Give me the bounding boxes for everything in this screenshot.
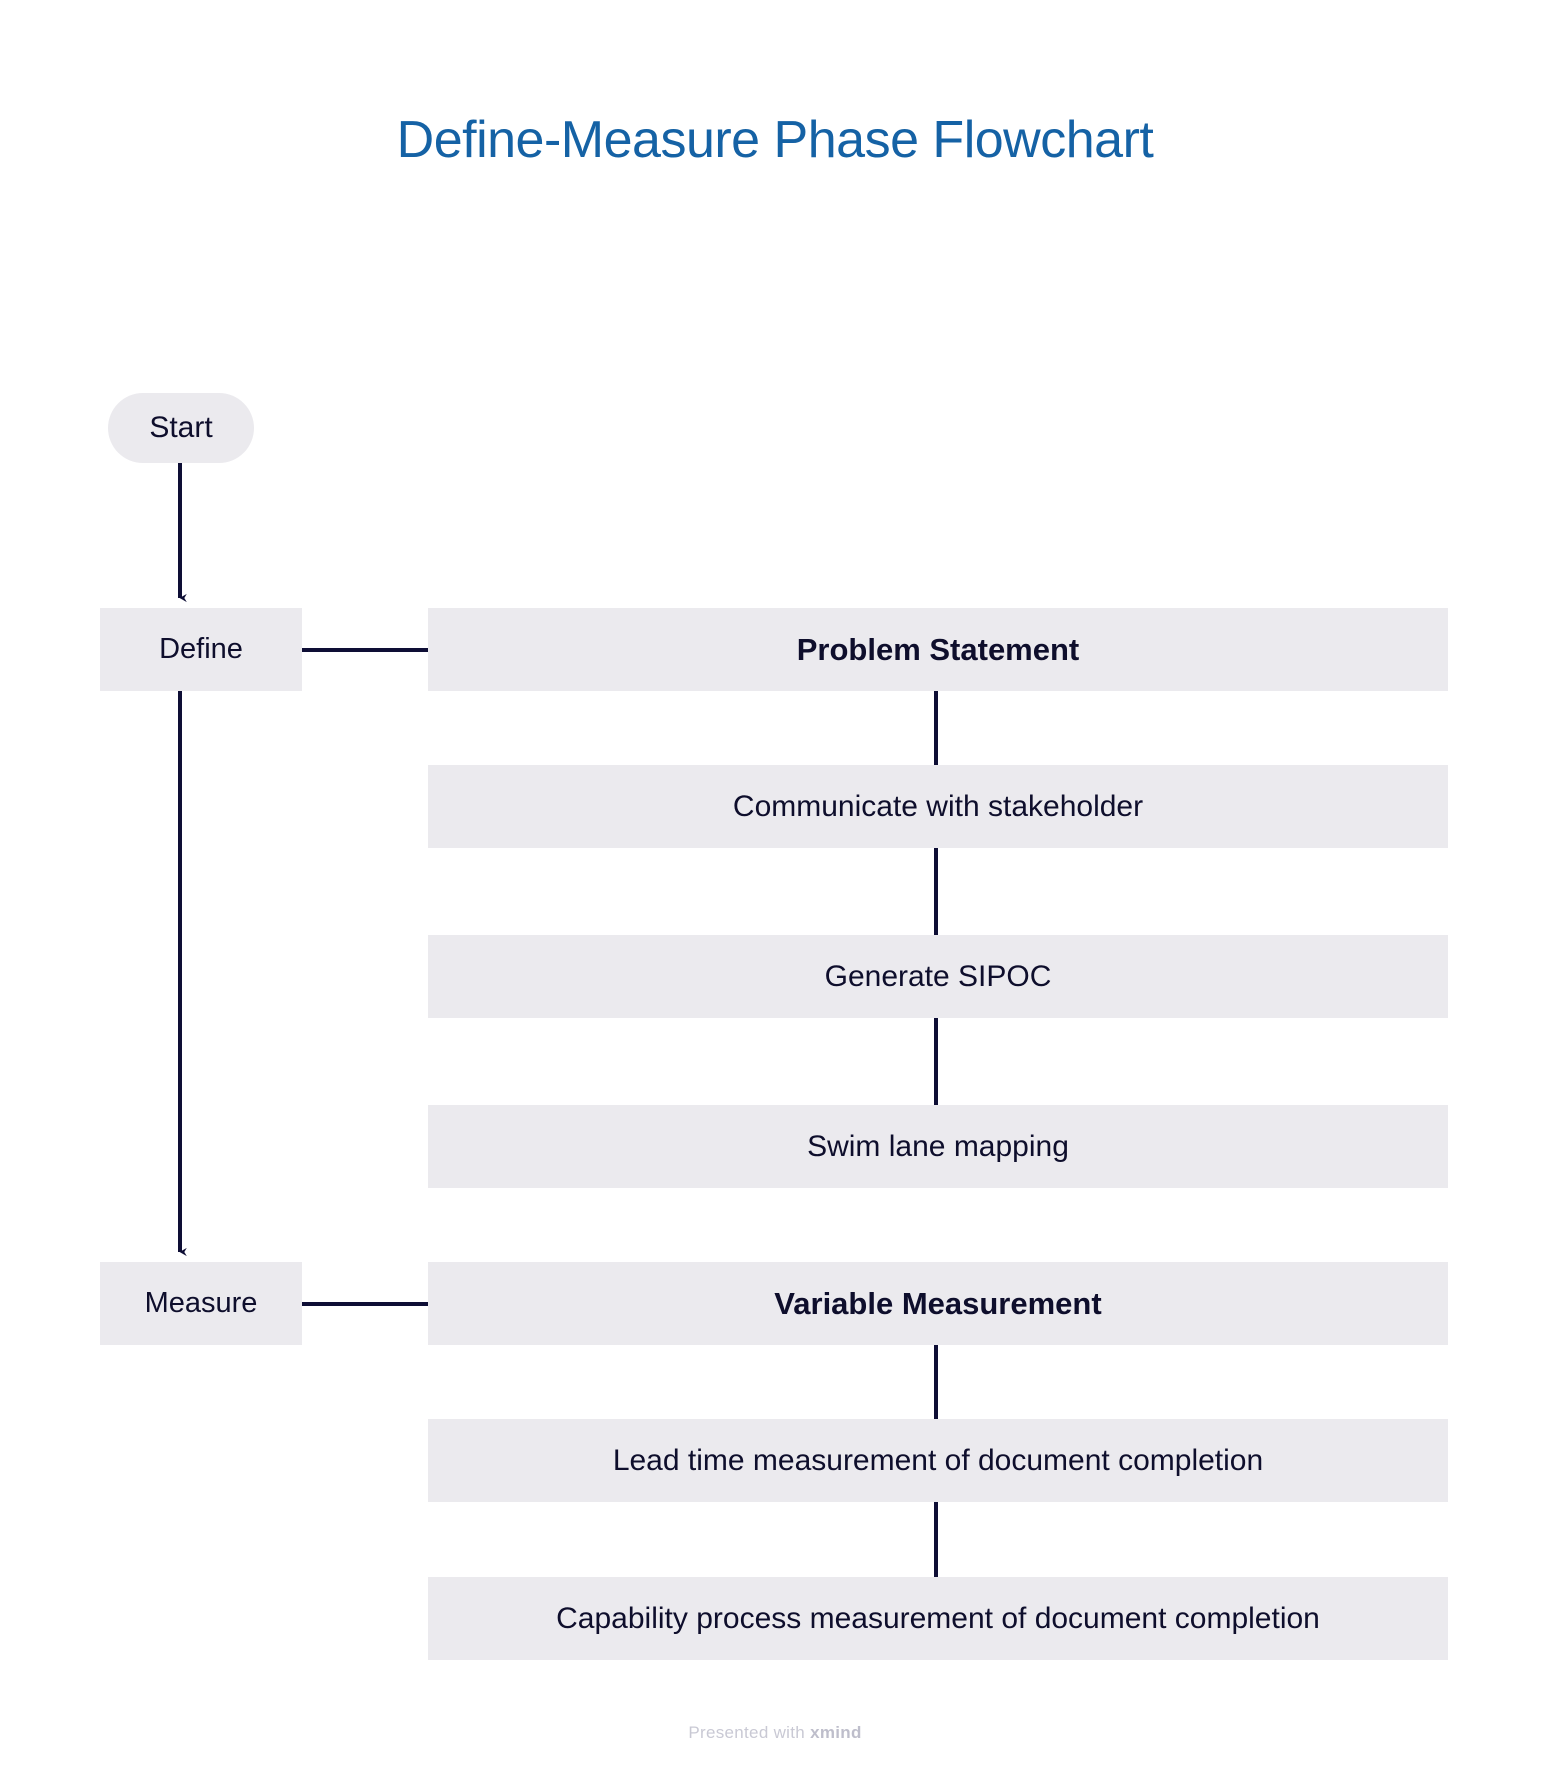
footer-brand-xmind: xmind	[810, 1723, 862, 1742]
node-capability-process-measurement[interactable]: Capability process measurement of docume…	[428, 1577, 1448, 1660]
node-start[interactable]: Start	[108, 393, 254, 463]
footer-attribution: Presented with xmind	[0, 1723, 1550, 1743]
node-variable-measurement[interactable]: Variable Measurement	[428, 1262, 1448, 1345]
node-phase-define[interactable]: Define	[100, 608, 302, 691]
page-title: Define-Measure Phase Flowchart	[396, 111, 1154, 169]
node-swim-lane-mapping[interactable]: Swim lane mapping	[428, 1105, 1448, 1188]
footer-prefix: Presented with	[688, 1723, 811, 1742]
node-generate-sipoc[interactable]: Generate SIPOC	[428, 935, 1448, 1018]
node-phase-measure[interactable]: Measure	[100, 1262, 302, 1345]
node-problem-statement[interactable]: Problem Statement	[428, 608, 1448, 691]
node-communicate-with-stakeholder[interactable]: Communicate with stakeholder	[428, 765, 1448, 848]
node-lead-time-measurement[interactable]: Lead time measurement of document comple…	[428, 1419, 1448, 1502]
